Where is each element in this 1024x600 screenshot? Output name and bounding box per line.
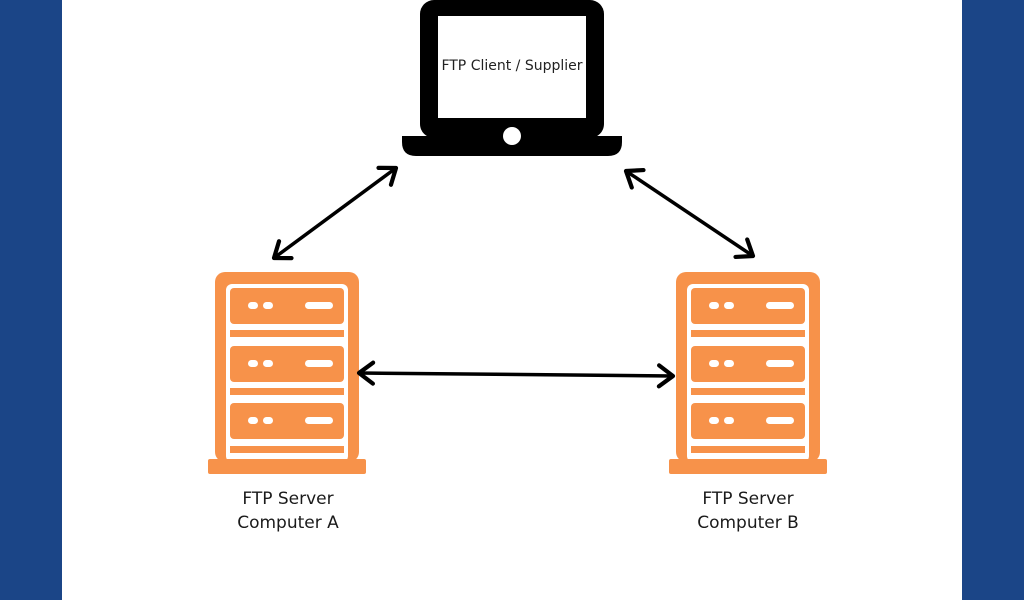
laptop-base [402,136,622,156]
left-border [0,0,62,600]
right-border [962,0,1024,600]
server-a-icon [208,272,366,474]
arrow-client-server-b [623,167,756,260]
server-a-label-line1: FTP Server [242,489,334,509]
server-b-label: FTP Server Computer B [668,487,828,535]
laptop-icon [402,0,622,156]
server-b-label-line1: FTP Server [702,489,794,509]
arrow-server-a-server-b [356,360,676,389]
arrow-client-server-a [271,165,399,261]
server-a-label: FTP Server Computer A [208,487,368,535]
client-label: FTP Client / Supplier [441,58,583,74]
server-b-label-line2: Computer B [697,513,799,533]
server-a-label-line2: Computer A [237,513,339,533]
server-b-icon [669,272,827,474]
laptop-screen [438,16,586,118]
laptop-button [503,127,521,145]
